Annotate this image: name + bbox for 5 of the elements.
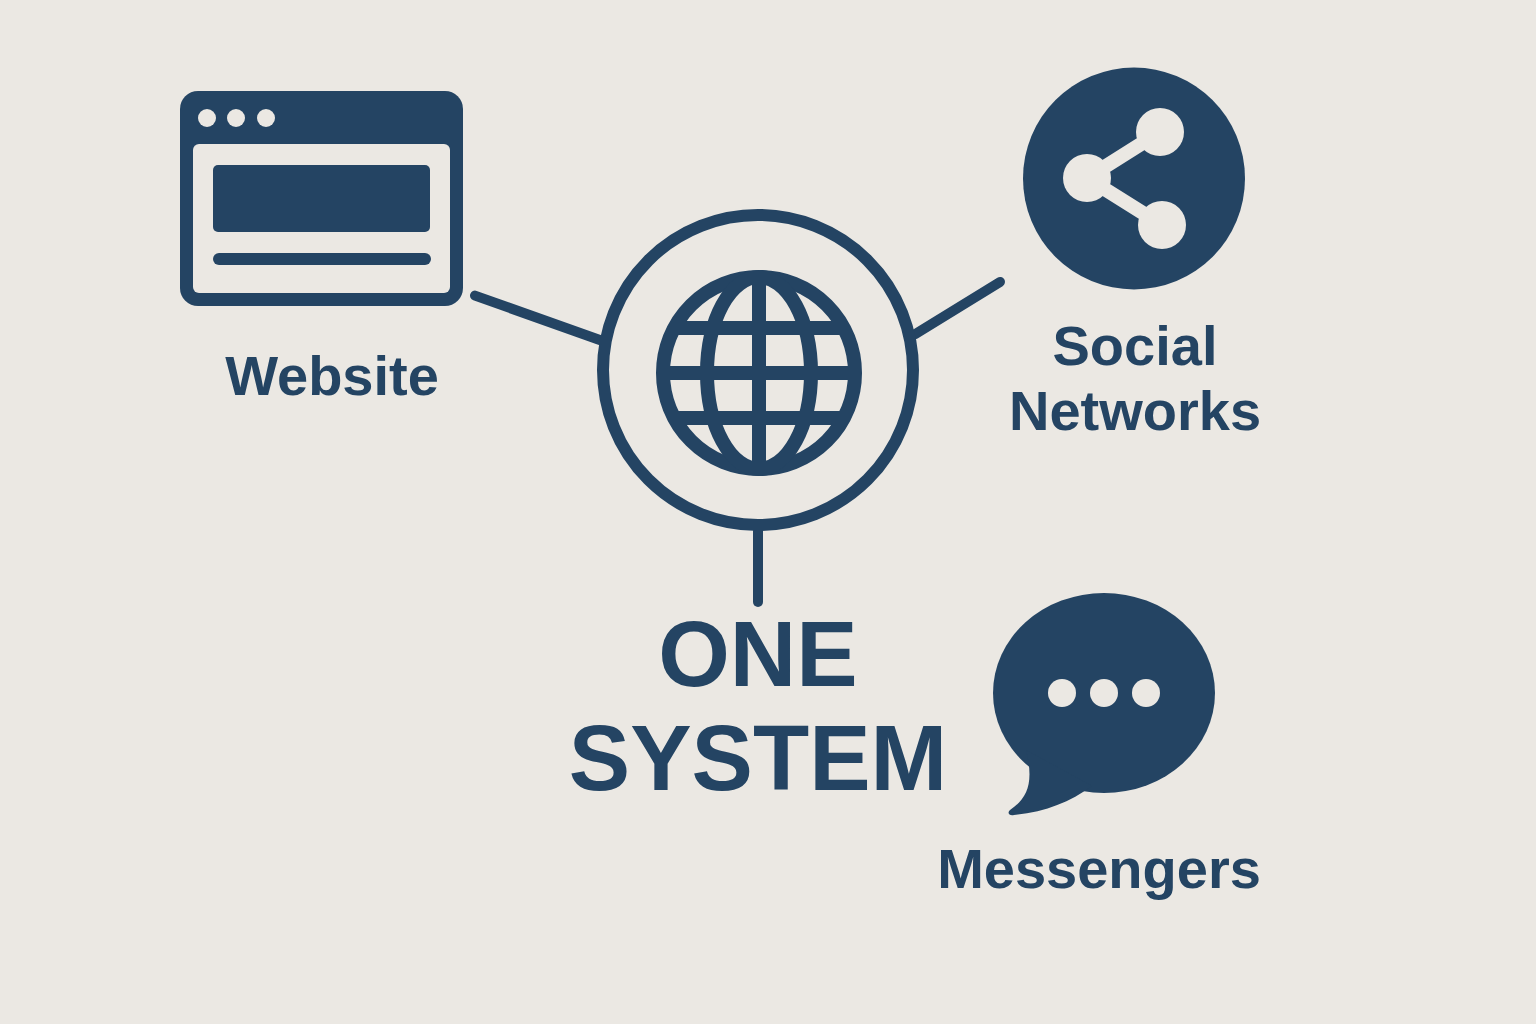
ring-frame (597, 209, 919, 531)
node-label: Messengers (936, 837, 1262, 901)
node-label: Social Networks (1007, 313, 1263, 443)
node-label: Website (224, 344, 440, 408)
node-label: ONE SYSTEM (567, 602, 949, 810)
